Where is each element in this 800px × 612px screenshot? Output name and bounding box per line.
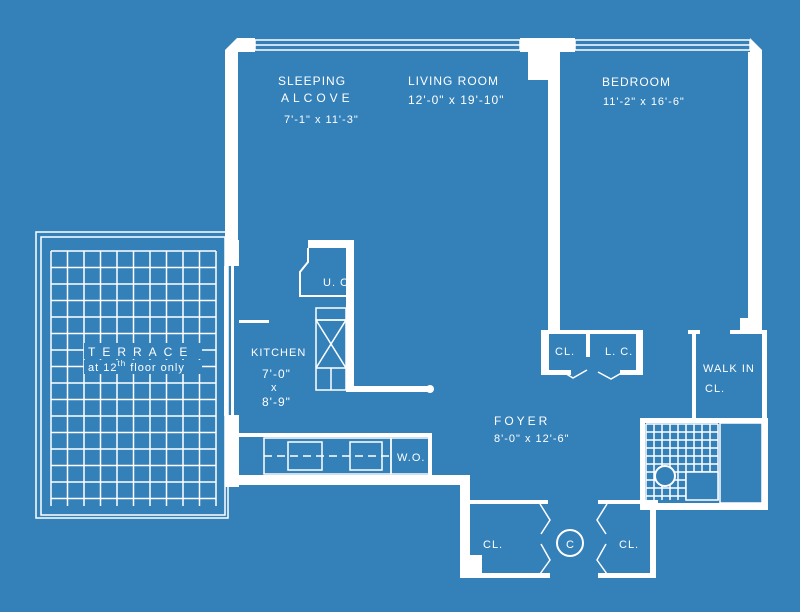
compactor-label: C [566, 539, 575, 551]
foyer-label: FOYER [494, 414, 550, 428]
kitchen-size-2: 8'-9" [262, 395, 291, 409]
linen-closet-label: L. C. [605, 346, 633, 358]
wall-oven-label: W.O. [397, 452, 425, 464]
closet-label: CL. [555, 346, 575, 358]
sleeping-alcove-size: 7'-1" x 11'-3" [284, 114, 359, 126]
terrace-note: at 12th floor only [88, 359, 185, 374]
kitchen-size-x: x [271, 382, 278, 394]
utility-closet-label: U. C. [323, 277, 353, 289]
windows [254, 39, 751, 51]
walls [224, 38, 768, 578]
kitchen-size-1: 7'-0" [262, 367, 291, 381]
terrace-label: TERRACE [88, 345, 194, 359]
walk-in-closet-label-2: CL. [705, 383, 725, 395]
terrace-tile-grid [50, 250, 217, 506]
closet-left-label: CL. [483, 539, 503, 551]
sleeping-alcove-label-2: ALCOVE [281, 91, 354, 105]
closet-right-label: CL. [619, 539, 639, 551]
walk-in-closet-label: WALK IN [703, 363, 755, 375]
living-room-label: LIVING ROOM [408, 74, 499, 88]
kitchen-label: KITCHEN [251, 347, 306, 359]
bedroom-label: BEDROOM [602, 75, 671, 89]
terrace [35, 231, 229, 519]
bedroom-size: 11'-2" x 16'-6" [603, 96, 685, 108]
living-room-size: 12'-0" x 19'-10" [408, 93, 504, 107]
sleeping-alcove-label: SLEEPING [278, 74, 346, 88]
foyer-size: 8'-0" x 12'-6" [494, 433, 570, 445]
